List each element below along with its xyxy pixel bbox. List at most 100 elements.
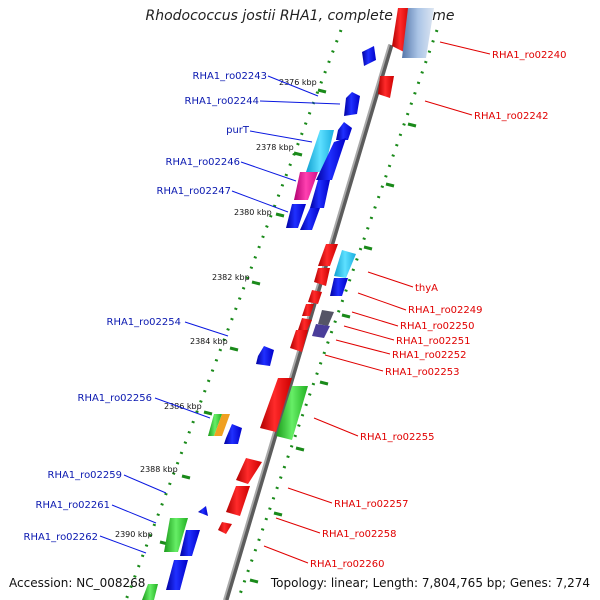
gene-RHA1_ro02258[interactable] xyxy=(218,522,232,534)
leader-line xyxy=(123,474,167,494)
label-purT[interactable]: purT xyxy=(226,125,250,136)
gene-RHA1_ro02242[interactable] xyxy=(378,76,394,98)
leader-line xyxy=(367,271,414,288)
minus-strand-genes xyxy=(142,46,376,600)
ruler-tick xyxy=(249,578,259,584)
gene-RHA1_ro02243[interactable] xyxy=(344,92,360,116)
gene-RHA1_ro02261[interactable] xyxy=(164,518,188,552)
ruler-tick xyxy=(203,410,213,416)
leader-line xyxy=(267,75,319,97)
ruler-track-plus xyxy=(236,29,439,600)
label-RHA1_ro02254[interactable]: RHA1_ro02254 xyxy=(107,317,182,328)
ruler-tick xyxy=(181,474,191,480)
accession-text: Accession: NC_008268 xyxy=(9,576,146,590)
gene-RHA1_ro02247[interactable] xyxy=(294,172,318,200)
plus-strand-genes xyxy=(218,8,434,534)
leader-line xyxy=(351,311,399,327)
gene-RHA1_ro02257-a[interactable] xyxy=(236,458,262,484)
label-RHA1_ro02250[interactable]: RHA1_ro02250 xyxy=(400,321,475,332)
gene-RHA1_ro02252[interactable] xyxy=(290,330,308,352)
gene-near-2386[interactable] xyxy=(224,424,242,444)
label-thyA[interactable]: thyA xyxy=(415,283,438,294)
ruler-label-2382: 2382 kbp xyxy=(212,273,250,282)
gene-RHA1_ro02249-b[interactable] xyxy=(330,278,348,296)
ruler-tick xyxy=(317,88,327,94)
gene-purT[interactable] xyxy=(306,130,334,172)
label-RHA1_ro02256[interactable]: RHA1_ro02256 xyxy=(78,393,153,404)
label-RHA1_ro02261[interactable]: RHA1_ro02261 xyxy=(36,500,111,511)
label-RHA1_ro02244[interactable]: RHA1_ro02244 xyxy=(185,96,260,107)
gene-RHA1_ro02250-a[interactable] xyxy=(302,304,314,316)
ruler-tick xyxy=(363,245,373,251)
gene-RHA1_ro02250[interactable] xyxy=(318,310,334,326)
ruler-tick xyxy=(319,380,329,386)
leader-line xyxy=(184,321,229,337)
ruler-tick xyxy=(251,280,261,286)
label-RHA1_ro02260[interactable]: RHA1_ro02260 xyxy=(310,559,385,570)
leader-line xyxy=(324,354,384,372)
ruler-label-2384: 2384 kbp xyxy=(190,337,228,346)
plus-strand-labels: RHA1_ro02240 RHA1_ro02242 thyA RHA1_ro02… xyxy=(310,50,567,570)
label-RHA1_ro02257[interactable]: RHA1_ro02257 xyxy=(334,499,409,510)
gene-thyA[interactable] xyxy=(334,250,356,278)
leader-line xyxy=(275,517,321,534)
ruler-label-2388: 2388 kbp xyxy=(140,465,178,474)
genome-stats-text: Topology: linear; Length: 7,804,765 bp; … xyxy=(270,576,590,590)
leader-line xyxy=(343,325,395,341)
leader-line xyxy=(287,487,333,504)
gene-RHA1_ro02259[interactable] xyxy=(198,506,208,516)
label-RHA1_ro02242[interactable]: RHA1_ro02242 xyxy=(474,111,549,122)
gene-unlabeled-top[interactable] xyxy=(362,46,376,66)
leader-line xyxy=(313,417,359,437)
ruler-tick xyxy=(385,182,395,188)
leader-line xyxy=(424,100,473,116)
label-RHA1_ro02255[interactable]: RHA1_ro02255 xyxy=(360,432,435,443)
label-RHA1_ro02243[interactable]: RHA1_ro02243 xyxy=(193,71,268,82)
label-RHA1_ro02252[interactable]: RHA1_ro02252 xyxy=(392,350,467,361)
ruler-tick xyxy=(407,122,417,128)
leader-line xyxy=(111,504,157,524)
ruler-label-2386: 2386 kbp xyxy=(164,402,202,411)
gene-RHA1_ro02244[interactable] xyxy=(336,122,352,140)
gene-RHA1_ro02240-b[interactable] xyxy=(402,8,434,58)
leader-line xyxy=(357,292,407,311)
gene-RHA1_ro02249[interactable] xyxy=(308,290,322,304)
gene-bottom-a[interactable] xyxy=(166,560,188,590)
gene-RHA1_ro02247-b[interactable] xyxy=(310,180,330,208)
gene-RHA1_ro02251[interactable] xyxy=(312,324,330,338)
leader-line xyxy=(249,130,313,143)
gene-RHA1_ro02254[interactable] xyxy=(256,346,274,366)
minus-strand-labels: RHA1_ro02243 RHA1_ro02244 purT RHA1_ro02… xyxy=(24,71,268,543)
label-RHA1_ro02258[interactable]: RHA1_ro02258 xyxy=(322,529,397,540)
gene-RHA1_ro02251-a[interactable] xyxy=(298,318,312,332)
gene-RHA1_ro02257[interactable] xyxy=(226,486,250,516)
leader-line xyxy=(240,161,297,182)
leader-line xyxy=(263,545,309,564)
leader-line xyxy=(154,397,211,419)
gene-RHA1_ro02246[interactable] xyxy=(316,138,346,180)
gene-RHA1_ro02253[interactable] xyxy=(260,378,292,432)
gene-RHA1_ro02256[interactable] xyxy=(208,414,222,436)
label-RHA1_ro02249[interactable]: RHA1_ro02249 xyxy=(408,305,483,316)
gene-thyA-a[interactable] xyxy=(318,244,338,266)
label-RHA1_ro02246[interactable]: RHA1_ro02246 xyxy=(166,157,241,168)
gene-RHA1_ro02255[interactable] xyxy=(276,386,308,440)
label-RHA1_ro02251[interactable]: RHA1_ro02251 xyxy=(396,336,471,347)
gene-RHA1_ro02249-a[interactable] xyxy=(314,268,330,286)
ruler-label-2376: 2376 kbp xyxy=(279,78,317,87)
ruler-label-2390: 2390 kbp xyxy=(115,530,153,539)
gene-RHA1_ro02262[interactable] xyxy=(180,530,200,556)
gene-cluster-2380b[interactable] xyxy=(300,208,320,230)
gene-RHA1_ro02256-b[interactable] xyxy=(214,414,230,436)
gene-bottom-b[interactable] xyxy=(142,584,158,600)
label-RHA1_ro02262[interactable]: RHA1_ro02262 xyxy=(24,532,99,543)
label-RHA1_ro02259[interactable]: RHA1_ro02259 xyxy=(48,470,123,481)
leader-lines-minus xyxy=(99,75,341,554)
gene-cluster-2380a[interactable] xyxy=(286,204,306,228)
label-RHA1_ro02253[interactable]: RHA1_ro02253 xyxy=(385,367,460,378)
ruler-tick xyxy=(341,313,351,319)
label-RHA1_ro02240[interactable]: RHA1_ro02240 xyxy=(492,50,567,61)
label-RHA1_ro02247[interactable]: RHA1_ro02247 xyxy=(157,186,232,197)
leader-line xyxy=(335,339,391,355)
